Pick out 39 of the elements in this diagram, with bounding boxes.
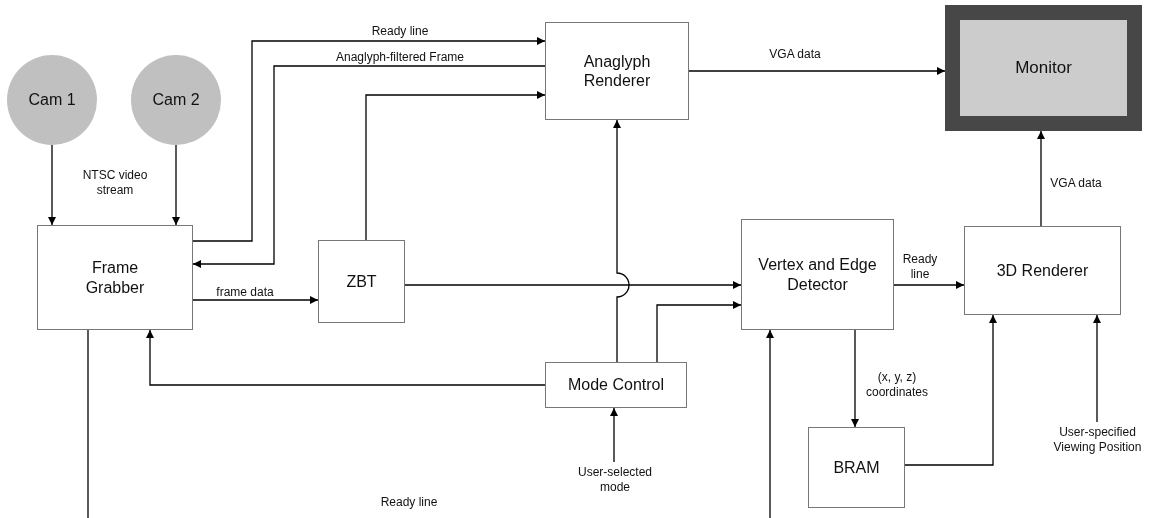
signal-label: NTSC video stream	[81, 168, 149, 198]
process-box: Mode Control	[545, 362, 687, 408]
arrow	[172, 144, 180, 226]
arrow	[365, 91, 546, 241]
camera-circle: Cam 1	[7, 55, 97, 145]
edge-label: Ready line	[371, 24, 429, 39]
edge-label: VGA data	[1050, 176, 1102, 191]
arrow	[613, 119, 630, 363]
arrow	[904, 314, 997, 466]
arrow	[404, 281, 742, 289]
arrow	[656, 301, 742, 363]
process-box: 3D Renderer	[964, 226, 1121, 315]
process-box: Anaglyph Renderer	[545, 22, 689, 120]
process-box: Vertex and Edge Detector	[741, 219, 894, 330]
arrow	[48, 144, 56, 226]
camera-circle: Cam 2	[131, 55, 221, 145]
process-box: ZBT	[318, 240, 405, 323]
arrow	[192, 65, 546, 268]
arrow	[893, 281, 965, 289]
arrow	[192, 296, 319, 304]
arrow	[192, 37, 546, 242]
edge-label: Ready line	[901, 252, 939, 282]
memory-box: BRAM	[808, 427, 905, 508]
input-label: User-specified Viewing Position	[1040, 422, 1155, 458]
arrow	[1093, 314, 1101, 423]
signal-label: Ready line	[379, 495, 439, 510]
arrow	[688, 67, 946, 75]
edge-label: Anaglyph-filtered Frame	[335, 50, 465, 65]
edge-label: frame data	[216, 285, 274, 300]
arrow	[146, 329, 546, 386]
edge-label: VGA data	[769, 47, 821, 62]
edge-label: (x, y, z) coordinates	[864, 370, 929, 400]
monitor-box: Monitor	[945, 5, 1142, 131]
arrow	[766, 329, 774, 518]
input-label: User-selected mode	[560, 462, 670, 498]
arrow	[610, 407, 618, 463]
arrow	[851, 329, 859, 428]
process-box: Frame Grabber	[37, 225, 193, 330]
arrow	[1037, 130, 1045, 227]
